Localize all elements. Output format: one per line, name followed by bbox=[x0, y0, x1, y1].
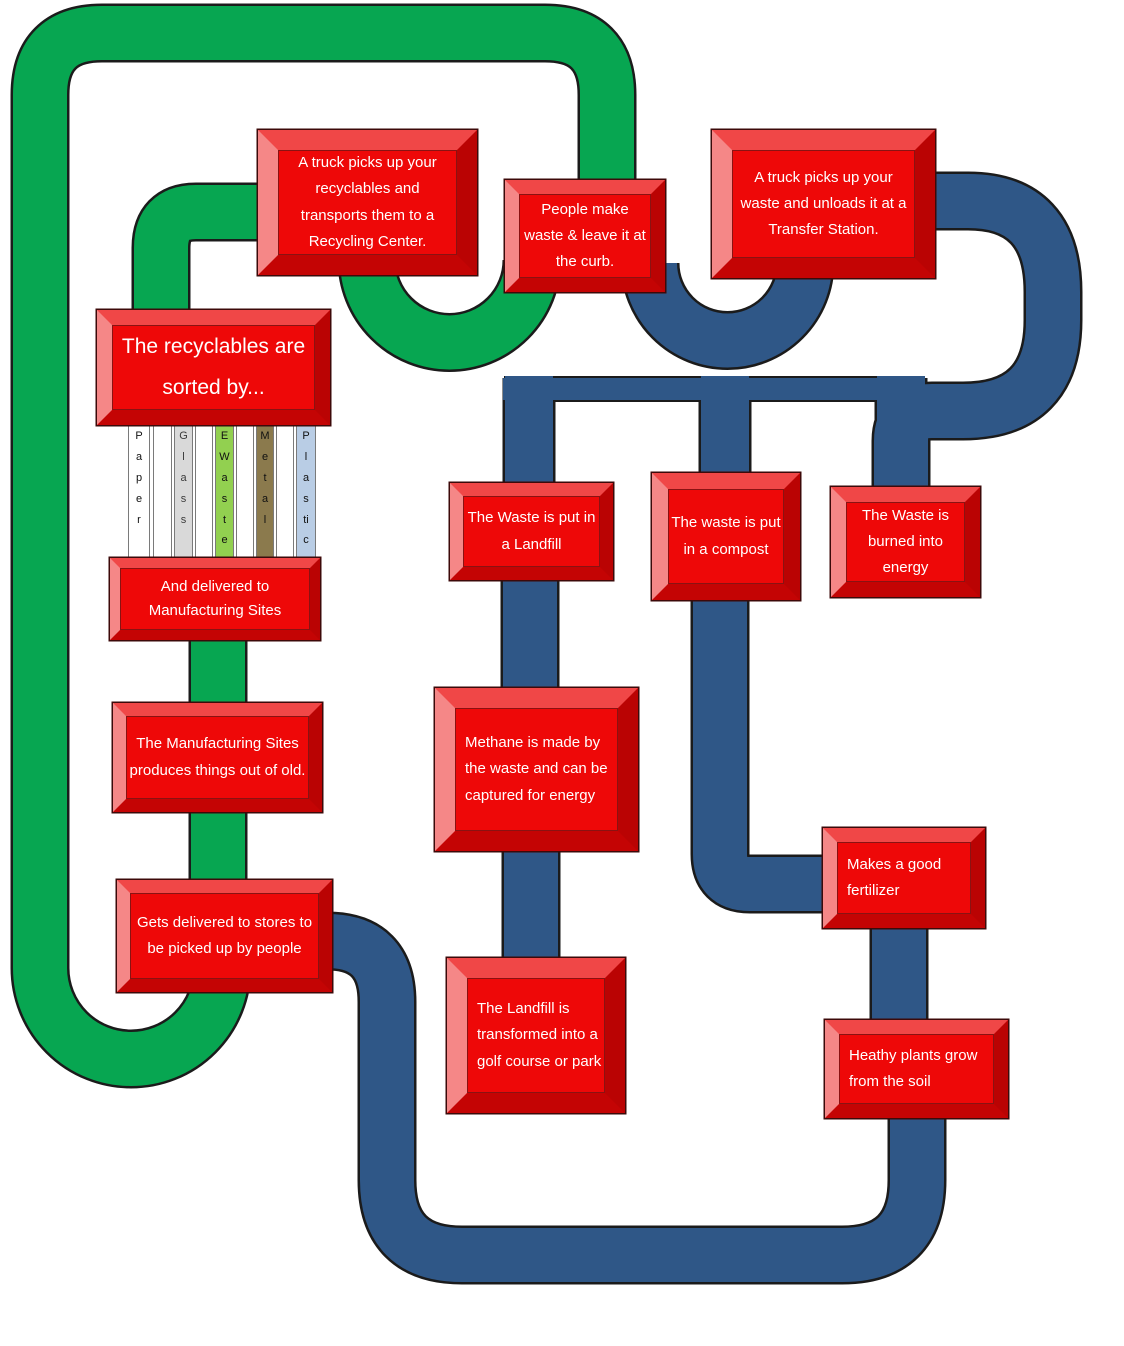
sort-column-metal: M e t a l bbox=[256, 422, 274, 558]
node-truck-transfer-station: A truck picks up your waste and unloads … bbox=[712, 130, 935, 278]
sort-column-plastic: P l a s ti c bbox=[296, 422, 316, 558]
node-good-fertilizer: Makes a good fertilizer bbox=[823, 828, 985, 928]
node-waste-compost: The waste is put in a compost bbox=[652, 473, 800, 600]
sort-column-glass: G l a s s bbox=[174, 422, 193, 558]
node-healthy-plants: Heathy plants grow from the soil bbox=[825, 1020, 1008, 1118]
node-waste-burned-energy: The Waste is burned into energy bbox=[831, 487, 980, 597]
node-manufacturing-produces-label: The Manufacturing Sites produces things … bbox=[129, 735, 306, 779]
sort-column-paper: P a p e r bbox=[128, 422, 150, 558]
node-waste-landfill: The Waste is put in a Landfill bbox=[450, 483, 613, 580]
node-people-make-waste: People make waste & leave it at the curb… bbox=[505, 180, 665, 292]
node-landfill-golf-course: The Landfill is transformed into a golf … bbox=[447, 958, 625, 1113]
node-waste-compost-label: The waste is put in a compost bbox=[671, 514, 781, 558]
node-landfill-golf-course-label: The Landfill is transformed into a golf … bbox=[477, 1000, 602, 1070]
sort-column-spacer bbox=[276, 422, 294, 558]
sort-column-spacer bbox=[236, 422, 254, 558]
node-people-make-waste-label: People make waste & leave it at the curb… bbox=[524, 200, 646, 271]
node-methane-energy: Methane is made by the waste and can be … bbox=[435, 688, 638, 851]
node-delivered-manufacturing-label: And delivered to Manufacturing Sites bbox=[148, 578, 282, 619]
sort-column-ewaste: E W a s t e bbox=[215, 422, 234, 558]
node-delivered-stores-label: Gets delivered to stores to be picked up… bbox=[136, 913, 313, 957]
node-good-fertilizer-label: Makes a good fertilizer bbox=[847, 855, 942, 899]
node-delivered-manufacturing: And delivered to Manufacturing Sites bbox=[110, 558, 320, 640]
node-manufacturing-produces: The Manufacturing Sites produces things … bbox=[113, 703, 322, 812]
node-recyclables-sorted-label: The recyclables are sorted by... bbox=[121, 334, 306, 399]
sort-column-spacer bbox=[153, 422, 172, 558]
node-waste-burned-energy-label: The Waste is burned into energy bbox=[862, 506, 949, 577]
node-delivered-stores: Gets delivered to stores to be picked up… bbox=[117, 880, 332, 992]
node-truck-recyclables-label: A truck picks up your recyclables and tr… bbox=[298, 154, 437, 250]
node-recyclables-sorted: The recyclables are sorted by... bbox=[97, 310, 330, 425]
node-truck-transfer-station-label: A truck picks up your waste and unloads … bbox=[740, 168, 907, 239]
node-truck-recyclables: A truck picks up your recyclables and tr… bbox=[258, 130, 477, 275]
node-healthy-plants-label: Heathy plants grow from the soil bbox=[849, 1046, 978, 1090]
sort-column-spacer bbox=[195, 422, 213, 558]
node-methane-energy-label: Methane is made by the waste and can be … bbox=[465, 734, 608, 804]
node-waste-landfill-label: The Waste is put in a Landfill bbox=[467, 509, 596, 553]
